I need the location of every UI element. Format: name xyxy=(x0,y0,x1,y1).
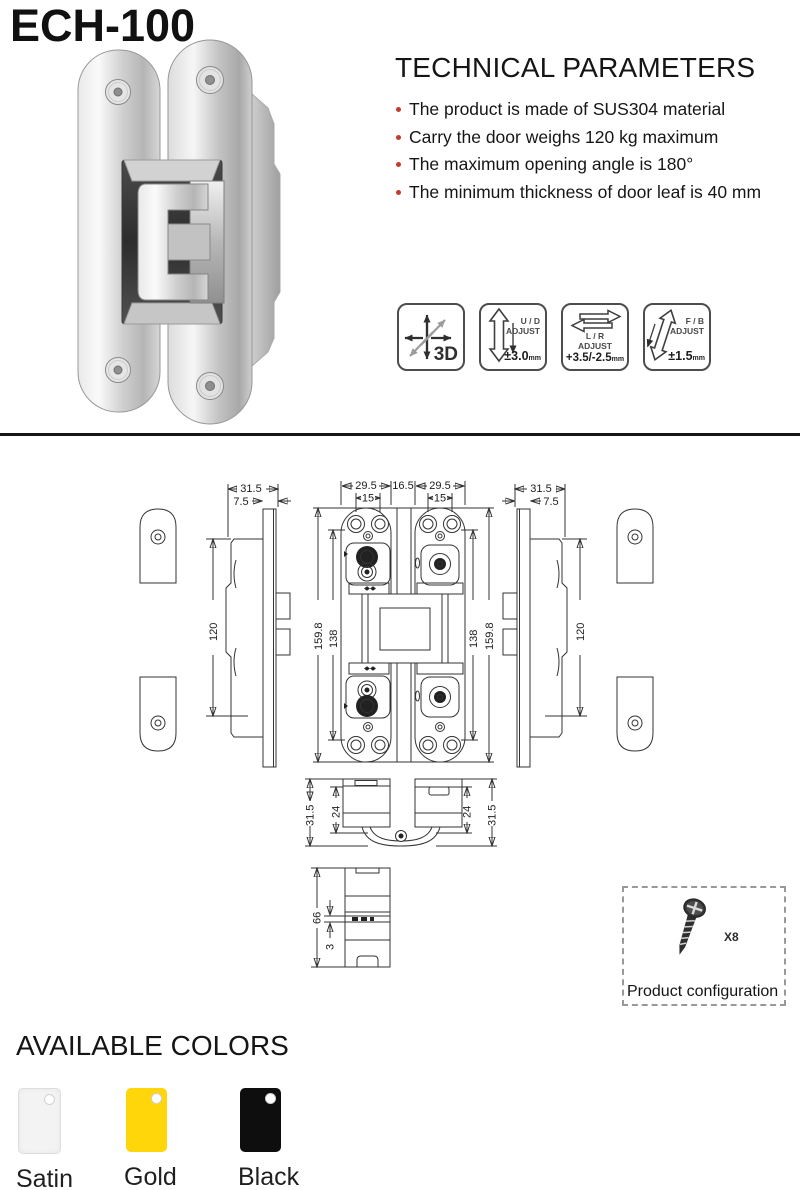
dim-label: 159.8 xyxy=(313,622,325,650)
color-name: Black xyxy=(238,1163,300,1190)
swatch-hole xyxy=(265,1093,276,1104)
dim-label: 31.5 xyxy=(305,805,317,826)
3d-arrows-icon xyxy=(404,314,452,360)
left-right-arrow-icon xyxy=(570,309,622,333)
dim-label: 120 xyxy=(575,623,587,641)
adjust-value: ±3.0mm xyxy=(504,349,541,363)
dim-label: 29.5 xyxy=(355,480,376,492)
swatch-hole xyxy=(44,1094,55,1105)
dim-label: 16.5 xyxy=(392,480,413,492)
side-view-left xyxy=(139,484,291,768)
dim-label: 15 xyxy=(362,493,374,505)
adjust-axis-label: L / R xyxy=(585,331,605,341)
adjustment-icon-row: 3D U / D ADJUST ±3.0mm L / R ADJUST +3.5… xyxy=(397,303,711,371)
technical-parameters-list: The product is made of SUS304 material C… xyxy=(395,96,761,206)
section-divider xyxy=(0,433,800,436)
3d-label: 3D xyxy=(433,344,458,365)
dim-label: 31.5 xyxy=(487,805,499,826)
adjust-axis-label: U / D xyxy=(520,316,540,326)
adjust-label: ADJUST xyxy=(577,341,612,351)
parameter-item: The maximum opening angle is 180° xyxy=(395,151,761,179)
color-name: Gold xyxy=(124,1163,177,1190)
adjust-label: ADJUST xyxy=(505,326,540,336)
dim-label: 7.5 xyxy=(233,496,248,508)
top-view xyxy=(305,779,497,846)
color-swatch xyxy=(240,1088,281,1152)
dim-label: 31.5 xyxy=(240,483,261,495)
screw-icon xyxy=(679,898,706,955)
front-view xyxy=(313,481,494,762)
dim-label: 66 xyxy=(312,912,324,924)
adjust-axis-label: F / B xyxy=(685,316,704,326)
dim-label: 3 xyxy=(325,944,337,950)
dim-label: 159.8 xyxy=(484,622,496,650)
adjust-value: +3.5/-2.5mm xyxy=(565,352,625,364)
hinge-mechanism xyxy=(121,159,225,325)
dim-label: 24 xyxy=(331,806,343,818)
dim-label: 29.5 xyxy=(429,480,450,492)
dim-label: 7.5 xyxy=(543,496,558,508)
screw-count: X8 xyxy=(724,930,739,944)
product-photo xyxy=(77,39,281,425)
available-colors-title: AVAILABLE COLORS xyxy=(16,1030,289,1061)
3d-adjust-badge: 3D xyxy=(397,303,465,371)
screw-head xyxy=(105,357,131,383)
dim-label: 138 xyxy=(328,630,340,648)
dim-label: 120 xyxy=(208,623,220,641)
screw-head xyxy=(196,372,224,400)
swatch-hole xyxy=(151,1093,162,1104)
parameter-item: The minimum thickness of door leaf is 40… xyxy=(395,179,761,207)
color-option-gold: Gold xyxy=(124,1088,224,1190)
adjust-value: ±1.5mm xyxy=(668,349,705,363)
lr-adjust-badge: L / R ADJUST +3.5/-2.5mm xyxy=(561,303,629,371)
dim-label: 15 xyxy=(434,493,446,505)
screw-head xyxy=(105,79,131,105)
adjust-label: ADJUST xyxy=(669,326,704,336)
parameter-item: Carry the door weighs 120 kg maximum xyxy=(395,124,761,152)
product-configuration-box: X8 Product configuration xyxy=(622,886,786,1006)
section-view xyxy=(311,868,391,967)
technical-drawing: 31.5 7.5 120 31.5 7.5 120 xyxy=(139,479,700,1012)
dim-label: 24 xyxy=(462,806,474,818)
parameter-item: The product is made of SUS304 material xyxy=(395,96,761,124)
ud-adjust-badge: U / D ADJUST ±3.0mm xyxy=(479,303,547,371)
product-model-title: ECH-100 xyxy=(10,0,196,51)
dim-label: 138 xyxy=(468,630,480,648)
color-option-black: Black xyxy=(238,1088,338,1190)
screw-head xyxy=(196,66,224,94)
dim-label: 31.5 xyxy=(530,483,551,495)
product-configuration-label: Product configuration xyxy=(627,983,779,1000)
hinge-back-silhouette xyxy=(251,92,281,368)
color-swatch xyxy=(126,1088,167,1152)
technical-parameters-title: TECHNICAL PARAMETERS xyxy=(395,52,756,83)
color-option-satin: Satin xyxy=(16,1088,116,1190)
front-back-arrow-icon xyxy=(647,308,677,362)
fb-adjust-badge: F / B ADJUST ±1.5mm xyxy=(643,303,711,371)
up-down-arrow-icon xyxy=(488,307,517,363)
color-swatch xyxy=(18,1088,61,1154)
color-name: Satin xyxy=(16,1165,73,1190)
